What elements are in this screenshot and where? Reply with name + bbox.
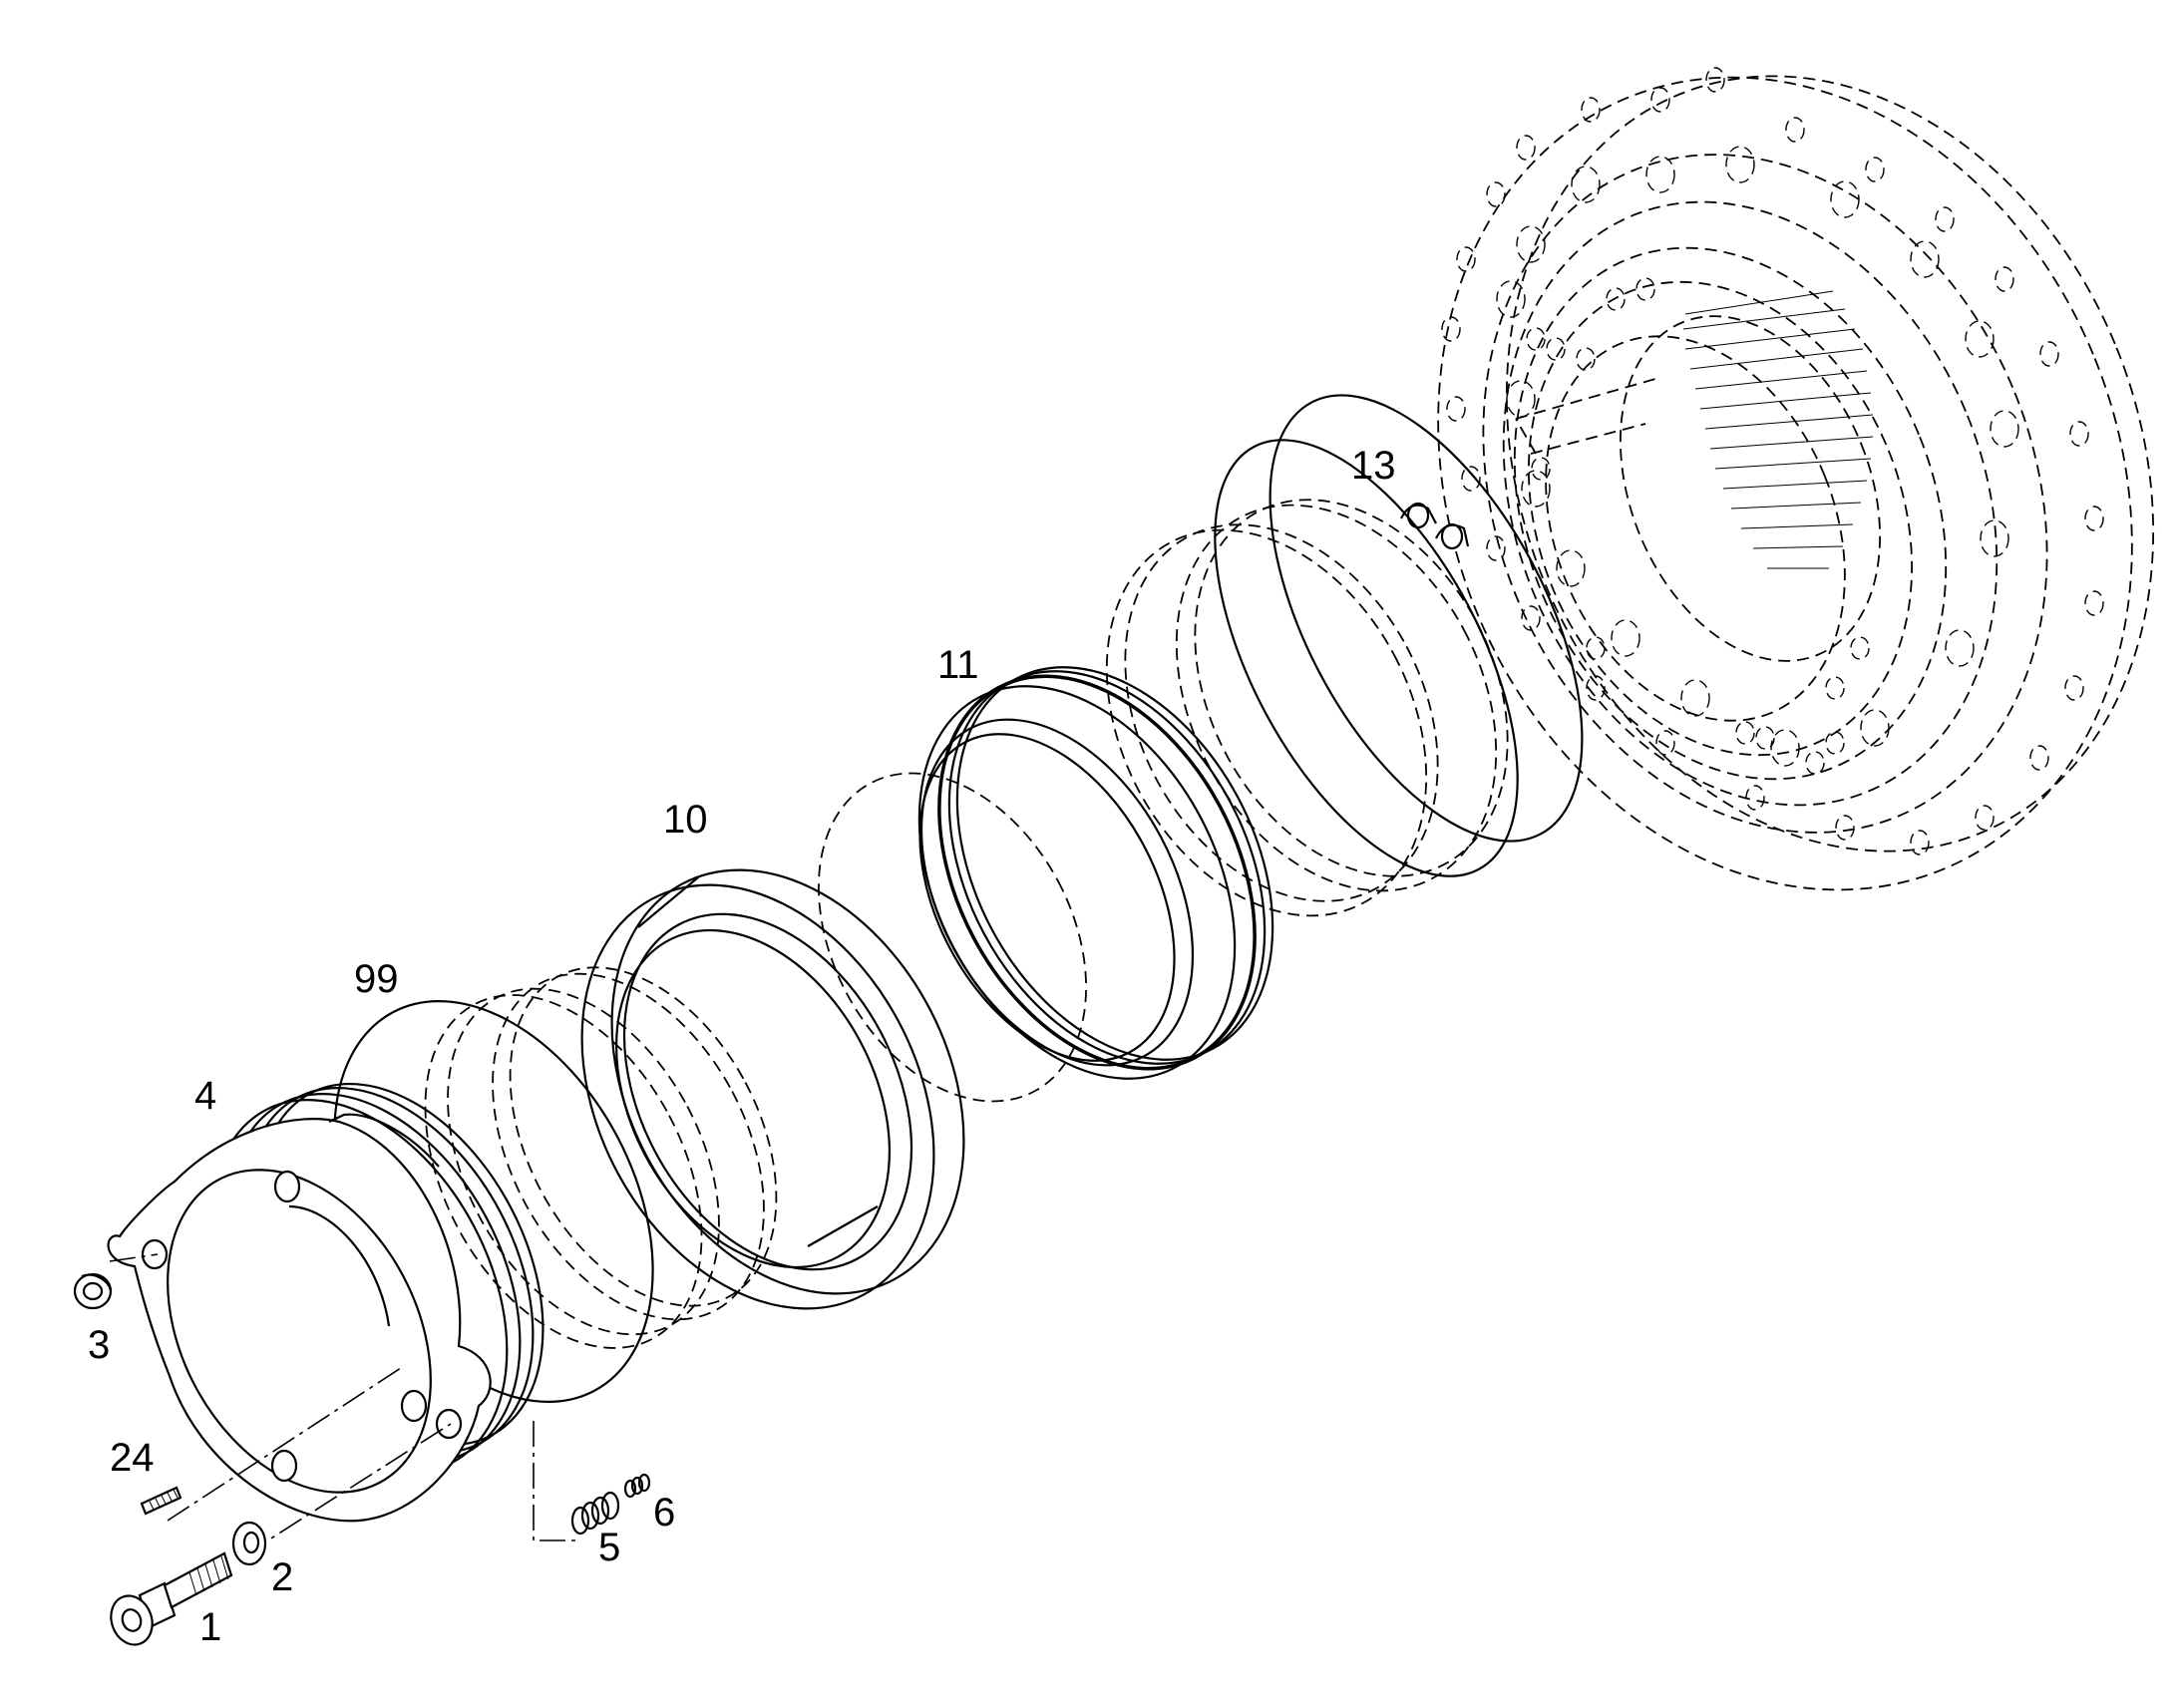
callout-3: 3 <box>88 1323 110 1367</box>
callout-4: 4 <box>194 1074 216 1118</box>
assembly-center-lines <box>109 1253 578 1556</box>
spline-hatching <box>1682 290 1874 569</box>
grub-screw-24 <box>140 1486 182 1516</box>
housing-bolt-holes <box>1441 67 2104 855</box>
callout-13: 13 <box>1351 444 1396 488</box>
dashed-o-ring <box>818 772 1087 1103</box>
cover-4 <box>107 1082 545 1523</box>
nut-3 <box>73 1272 113 1310</box>
spring-5 <box>570 1491 620 1536</box>
housing-part <box>1437 67 2155 891</box>
dashed-ring-pair <box>1105 499 1509 917</box>
circlip-13 <box>1214 394 1584 877</box>
callout-24: 24 <box>110 1436 155 1480</box>
cap-screw-1 <box>110 1551 233 1646</box>
dashed-o-rings-99 <box>424 966 778 1349</box>
seal-ring-11 <box>917 666 1274 1080</box>
callout-10: 10 <box>663 798 708 842</box>
callout-6: 6 <box>653 1491 675 1535</box>
callout-5: 5 <box>598 1526 620 1569</box>
small-spring-6 <box>623 1473 651 1499</box>
callout-99: 99 <box>354 957 399 1001</box>
callout-11: 11 <box>937 643 979 687</box>
ring-10 <box>580 868 965 1310</box>
callout-1: 1 <box>199 1605 221 1649</box>
washer-2 <box>231 1521 267 1566</box>
callout-2: 2 <box>271 1555 293 1599</box>
